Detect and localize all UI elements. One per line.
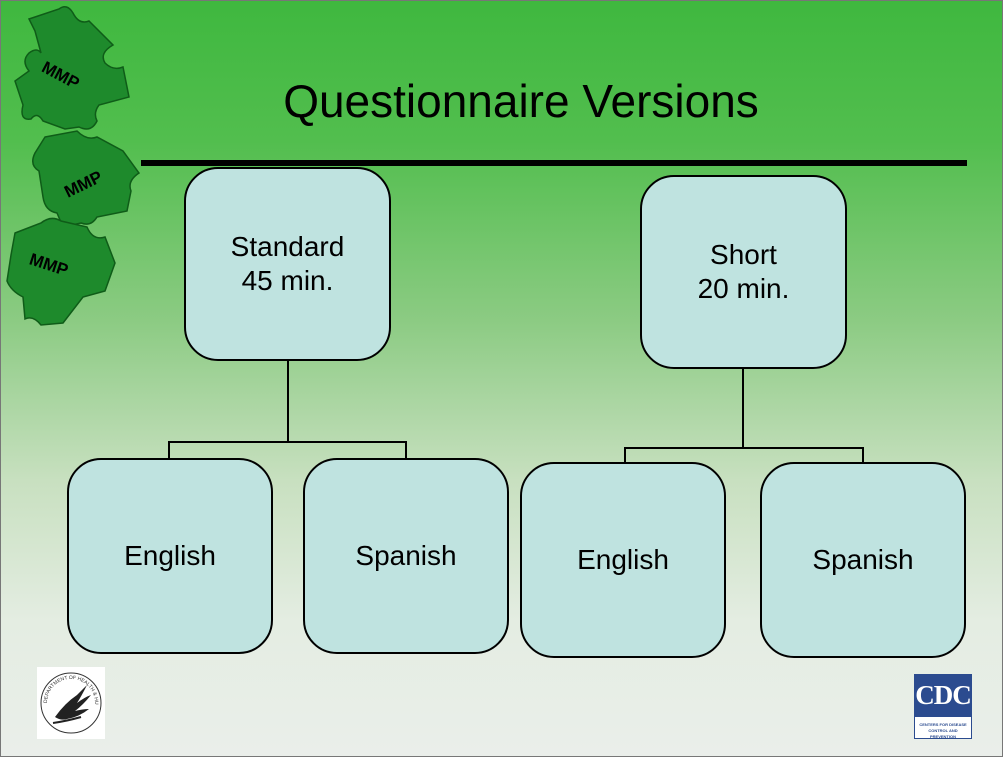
cdc-logo-text: CDC [914,674,972,716]
connector-short-left-drop [624,447,626,463]
node-standard-spanish: Spanish [303,458,509,654]
node-short-spanish: Spanish [760,462,966,658]
cdc-logo-subtext: CENTERS FOR DISEASE CONTROL AND PREVENTI… [914,716,972,739]
slide-title: Questionnaire Versions [283,75,759,127]
connector-short-trunk [742,367,744,449]
connector-short-right-drop [862,447,864,463]
node-standard-english-label: English [124,540,216,571]
node-standard-english: English [67,458,273,654]
title-underline [141,160,967,166]
node-short-spanish-label: Spanish [812,544,914,575]
connector-standard-left-drop [168,441,170,459]
node-short-label: Short [710,239,777,270]
cdc-logo: CDC CENTERS FOR DISEASE CONTROL AND PREV… [914,674,972,739]
node-short: Short 20 min. [640,175,847,369]
hhs-seal-logo: DEPARTMENT OF HEALTH & HUMAN SERVICES US… [35,663,105,739]
node-standard: Standard 45 min. [184,167,391,361]
mmp-puzzle-logo: MMP MMP MMP [6,6,141,326]
connector-standard-right-drop [405,441,407,459]
node-standard-duration: 45 min. [241,265,334,296]
connector-short-bar [624,447,864,449]
node-short-english: English [520,462,726,658]
connector-standard-trunk [287,359,289,443]
node-standard-spanish-label: Spanish [355,540,457,571]
node-short-duration: 20 min. [697,273,790,304]
node-standard-label: Standard [230,231,345,262]
connector-standard-bar [168,441,407,443]
node-short-english-label: English [577,544,669,575]
